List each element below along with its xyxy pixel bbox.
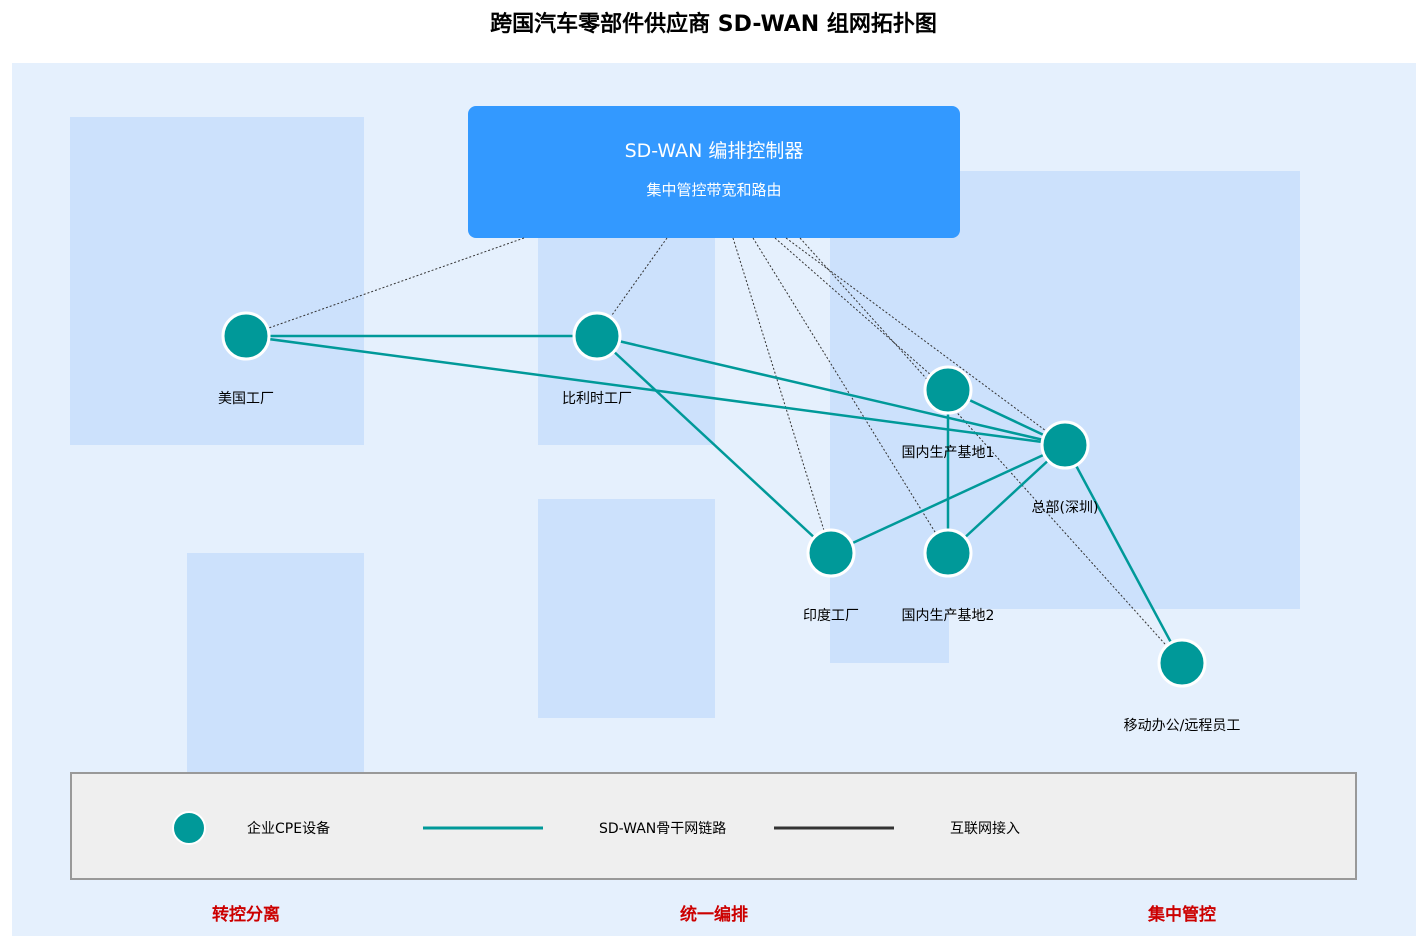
backbone-link-be-hq — [596, 334, 1066, 447]
node-label-in: 印度工厂 — [803, 608, 859, 624]
region-remote-lower-left — [187, 553, 364, 772]
legend-graphics — [172, 811, 894, 845]
internet-link-controller-us — [245, 237, 525, 337]
region-middle-lower — [538, 499, 715, 718]
node-label-hq: 总部(深圳) — [1031, 500, 1099, 516]
internet-link-controller-in — [732, 237, 832, 554]
backbone-link-be-in — [596, 335, 832, 554]
sdwan-controller[interactable]: SD-WAN 编排控制器 集中管控带宽和路由 — [468, 106, 960, 238]
region-americas — [70, 117, 364, 445]
cpe-node-us[interactable] — [221, 311, 271, 361]
region-india — [830, 600, 949, 663]
cpe-node-be[interactable] — [572, 311, 622, 361]
legend-cpe-label: 企业CPE设备 — [247, 821, 331, 837]
node-label-mobile: 移动办公/远程员工 — [1123, 718, 1241, 734]
cpe-node-hq[interactable] — [1040, 420, 1090, 470]
node-label-us: 美国工厂 — [218, 391, 274, 407]
page-title: 跨国汽车零部件供应商 SD-WAN 组网拓扑图 — [490, 12, 937, 37]
controller-subtitle: 集中管控带宽和路由 — [646, 181, 782, 199]
controller-title: SD-WAN 编排控制器 — [624, 140, 804, 162]
legend: 企业CPE设备 SD-WAN骨干网链路 互联网接入 — [70, 772, 1357, 880]
backbone-link-hq-mobile — [1063, 444, 1184, 664]
cpe-node-cn1[interactable] — [923, 365, 973, 415]
backbone-link-cn2-hq — [947, 444, 1066, 554]
legend-backbone-label: SD-WAN骨干网链路 — [599, 821, 727, 837]
cpe-node-mobile[interactable] — [1157, 638, 1207, 688]
footer-left: 转控分离 — [212, 905, 280, 925]
footer-center: 统一编排 — [680, 905, 748, 925]
cpe-node-in[interactable] — [806, 528, 856, 578]
footer-right: 集中管控 — [1148, 905, 1216, 925]
region-china — [830, 171, 1300, 609]
backbone-link-in-hq — [830, 443, 1066, 555]
internet-link-controller-hq — [785, 237, 1066, 446]
node-label-cn2: 国内生产基地2 — [901, 608, 995, 624]
cpe-node-cn2[interactable] — [923, 528, 973, 578]
legend-cpe-icon — [172, 811, 206, 845]
internet-link-controller-mobile — [799, 237, 1183, 664]
legend-internet-label: 互联网接入 — [950, 821, 1020, 837]
node-label-cn1: 国内生产基地1 — [901, 445, 995, 461]
node-label-be: 比利时工厂 — [562, 391, 632, 407]
internet-link-controller-cn1 — [774, 237, 949, 391]
